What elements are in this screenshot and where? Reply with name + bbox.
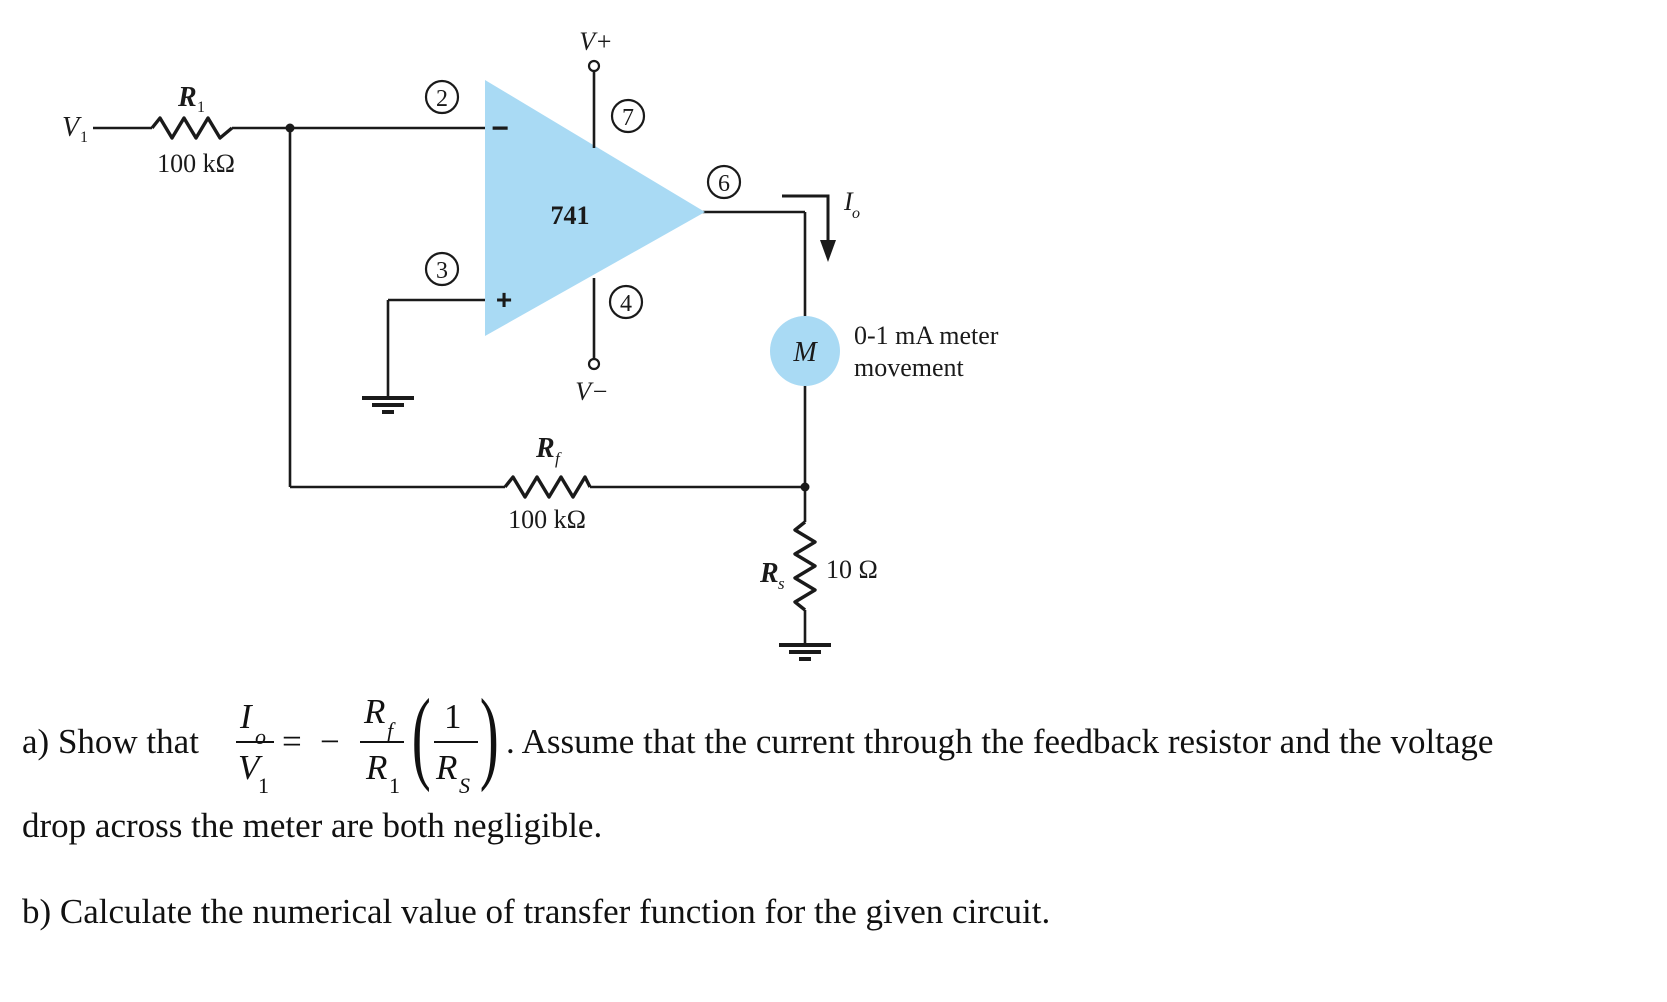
formula-rf-sub: f <box>387 718 394 743</box>
v-minus-label: V− <box>575 377 608 406</box>
svg-text:f: f <box>555 449 562 468</box>
rs-label: R s <box>759 558 785 593</box>
meter-caption-line1: 0-1 mA meter <box>854 321 999 350</box>
svg-text:6: 6 <box>718 171 730 197</box>
opamp-label: 741 <box>551 201 590 230</box>
v-plus-label: V+ <box>579 27 612 56</box>
pin-3: 3 <box>424 251 460 287</box>
meter-symbol: M <box>792 337 818 368</box>
svg-text:V: V <box>62 112 82 143</box>
circuit-diagram: − + 741 2 3 7 4 6 V+ V− V 1 R 1 100 kΩ R… <box>62 27 999 661</box>
pin-6: 6 <box>706 164 742 200</box>
formula-io-main: I <box>240 697 252 736</box>
formula-frac-bar-mid <box>360 741 404 743</box>
part-a-suffix: . Assume that the current through the fe… <box>506 722 1494 761</box>
svg-text:R: R <box>177 82 197 113</box>
formula-frac-bar-right <box>434 741 478 743</box>
svg-text:s: s <box>778 574 785 593</box>
formula-minus: − <box>320 722 340 761</box>
opamp-741 <box>485 80 705 336</box>
rf-label: R f <box>535 433 562 468</box>
inverting-sign: − <box>491 112 509 145</box>
io-label: I o <box>843 187 860 222</box>
ground-symbol-noninverting <box>362 396 414 414</box>
svg-text:o: o <box>852 205 860 222</box>
meter-movement <box>770 316 840 386</box>
question-part-b: b) Calculate the numerical value of tran… <box>22 892 1051 931</box>
noninverting-sign: + <box>496 284 512 315</box>
formula-v1-main: V <box>238 748 260 787</box>
ground-symbol-rs <box>779 643 831 661</box>
svg-text:7: 7 <box>622 105 634 131</box>
pin-4: 4 <box>608 284 644 320</box>
resistor-r1 <box>150 116 234 140</box>
formula-v1-sub: 1 <box>258 773 269 798</box>
formula-right-paren: ) <box>479 678 499 793</box>
resistor-rs <box>793 520 817 612</box>
svg-text:R: R <box>759 558 779 589</box>
part-a-prefix: a) Show that <box>22 722 199 761</box>
v-plus-terminal <box>587 59 601 73</box>
rf-value: 100 kΩ <box>508 505 586 534</box>
formula-one: 1 <box>444 697 462 736</box>
pin-2: 2 <box>424 79 460 115</box>
svg-text:2: 2 <box>436 86 448 112</box>
part-a-line2: drop across the meter are both negligibl… <box>22 806 603 845</box>
formula-r1-sub: 1 <box>389 773 400 798</box>
formula-left-paren: ( <box>411 678 431 793</box>
pin-7: 7 <box>610 98 646 134</box>
formula-frac-bar-left <box>236 741 274 743</box>
svg-text:I: I <box>843 187 854 216</box>
svg-text:1: 1 <box>80 129 88 146</box>
svg-text:4: 4 <box>620 291 632 317</box>
r1-label: R 1 <box>177 82 205 116</box>
v-minus-terminal <box>587 357 601 371</box>
svg-text:1: 1 <box>197 99 205 116</box>
rs-value: 10 Ω <box>826 555 878 584</box>
formula-equals: = <box>282 722 302 761</box>
formula-rs-main: R <box>436 748 458 787</box>
meter-caption-line2: movement <box>854 353 965 382</box>
formula-r1-main: R <box>366 748 388 787</box>
r1-value: 100 kΩ <box>157 149 235 178</box>
svg-text:3: 3 <box>436 258 448 284</box>
v1-label: V 1 <box>62 112 88 146</box>
io-arrow <box>782 194 836 262</box>
resistor-rf <box>503 475 592 499</box>
formula-rf-main: R <box>364 692 386 731</box>
svg-text:R: R <box>535 433 555 464</box>
formula-io-sub: o <box>255 724 266 749</box>
formula-rs-sub: S <box>459 773 470 798</box>
